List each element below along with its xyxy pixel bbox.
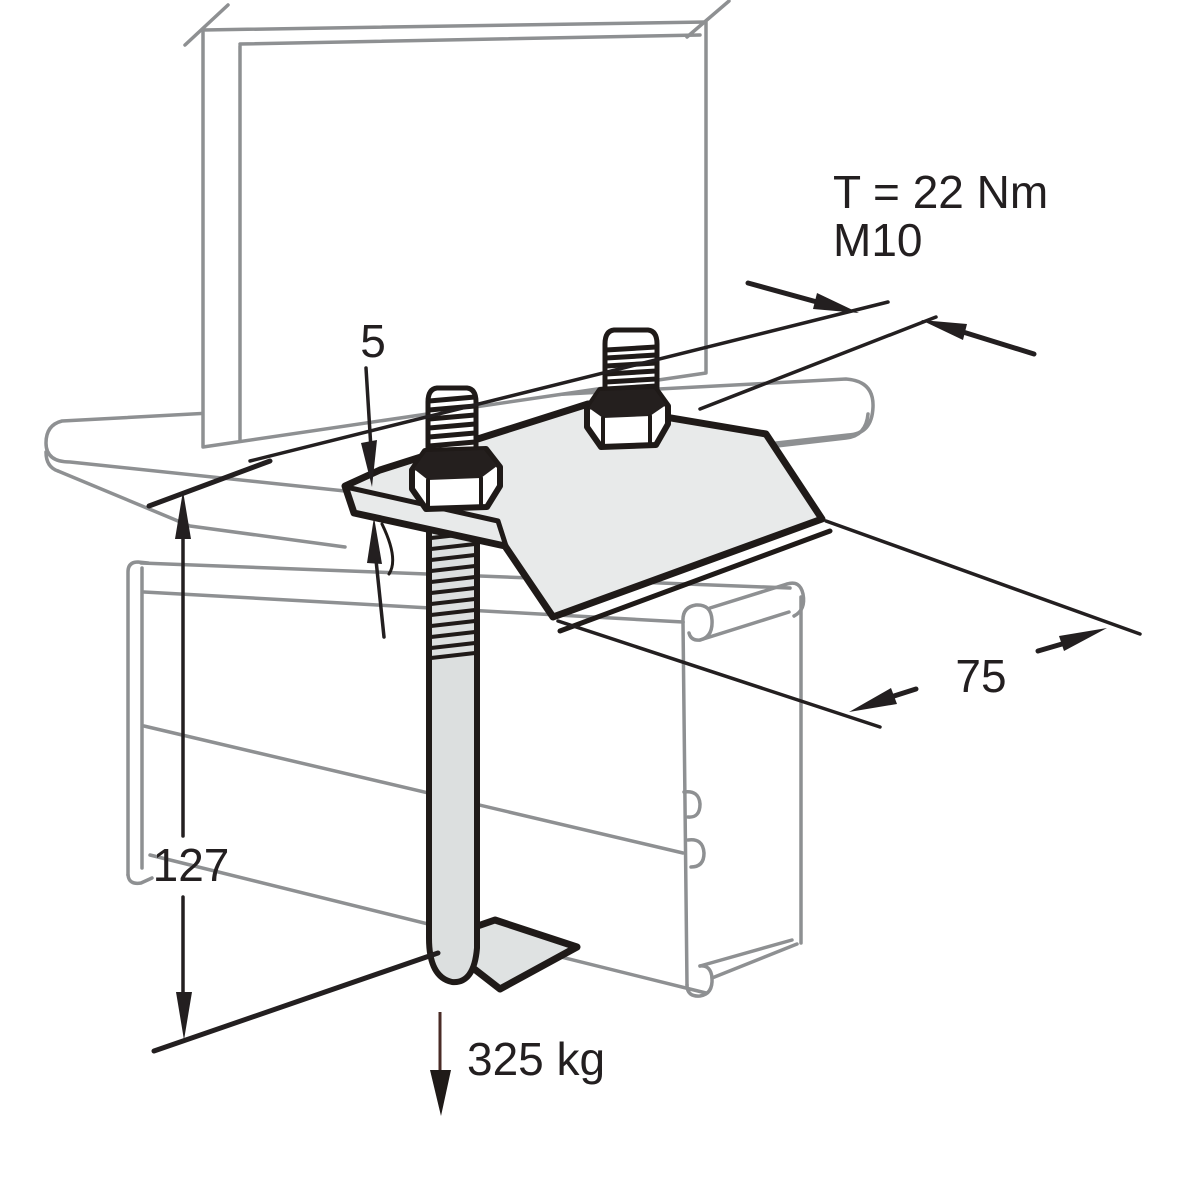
bolt-left-threads <box>426 394 478 449</box>
channel-end-face <box>681 581 806 998</box>
dim-75: 75 <box>556 519 1142 729</box>
bolt-size-label: M10 <box>833 214 922 266</box>
beam-flange-left-cap <box>44 450 60 473</box>
dim-127-top-ext <box>146 458 273 509</box>
torque-label: T = 22 Nm <box>833 166 1048 218</box>
dim-top-arrow2-stem <box>960 329 1037 357</box>
channel-left-end <box>126 560 150 877</box>
dim-75-arrow2-stem <box>891 686 919 699</box>
dim-127-down-arrowhead <box>176 992 192 1040</box>
dim-127: 127 <box>146 458 441 1054</box>
dim-top <box>248 280 1037 463</box>
bolt-right <box>584 327 671 450</box>
dim-127-up-arrowhead <box>175 491 191 539</box>
dim-5-lower-stem <box>374 558 386 639</box>
load-arrowhead <box>430 1070 451 1116</box>
strut-channel <box>126 560 806 998</box>
dim-75-arrow1-stem <box>1035 641 1065 654</box>
beam-flange-front-edge-left <box>56 469 347 549</box>
nut-left-top-face <box>414 450 497 480</box>
bolt-left <box>409 385 503 512</box>
nut-right-top-face <box>589 389 666 418</box>
dim-75-label: 75 <box>955 650 1006 702</box>
dim-5-label: 5 <box>360 315 386 367</box>
dim-top-ext-line-2 <box>698 315 938 411</box>
dim-top-arrowhead-2 <box>921 320 967 340</box>
nut-left-facets <box>426 476 483 509</box>
dim-75-ext-line-2 <box>556 619 882 729</box>
dim-5-upper-stem <box>364 366 373 451</box>
dim-5-upper-arrowhead <box>361 440 377 487</box>
load-annotation: 325 kg <box>430 1012 605 1116</box>
beam-web-break-tick-right <box>685 0 731 39</box>
dim-75-arrowhead-1 <box>1059 628 1107 651</box>
dim-5-lower-arrowhead <box>367 517 382 564</box>
dim-top-ext-line-1 <box>248 300 890 463</box>
dim-75-arrowhead-2 <box>849 688 897 712</box>
beam-flange-front-edge-right <box>766 412 870 449</box>
dim-5: 5 <box>360 315 386 639</box>
dim-127-bottom-ext <box>151 950 441 1054</box>
threaded-rod <box>426 509 480 986</box>
clamp-plate-hem-line <box>557 528 833 634</box>
dim-top-arrowhead-1 <box>813 293 859 313</box>
channel-mid-seam <box>142 724 685 855</box>
channel-left-end-bottom <box>126 873 154 886</box>
dim-127-label: 127 <box>153 839 230 891</box>
beam-web <box>201 20 708 449</box>
beam-web-break-tick-left <box>183 3 230 47</box>
load-label: 325 kg <box>467 1033 605 1085</box>
dim-75-ext-line-1 <box>824 519 1142 636</box>
nut-right-facets <box>601 414 652 447</box>
beam-web-back-top-edge <box>238 33 702 46</box>
clamp-plate-bend-arc <box>380 522 395 576</box>
